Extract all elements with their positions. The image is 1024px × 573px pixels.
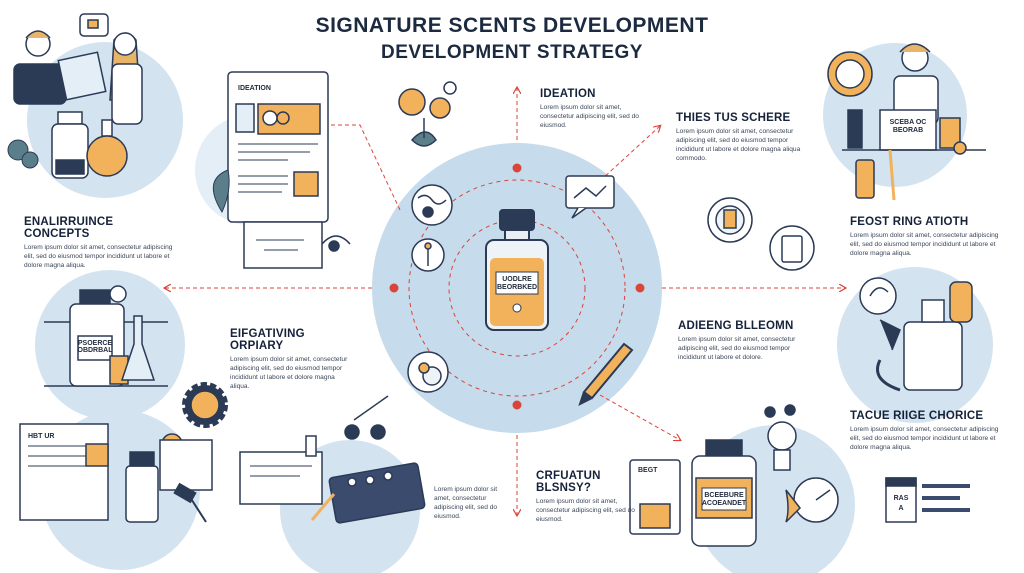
section-heading: EIFGATIVING ORPIARY bbox=[230, 328, 305, 352]
section-body: Lorem ipsum dolor sit amet, consectetur … bbox=[230, 356, 348, 390]
svg-text:RAS: RAS bbox=[894, 495, 909, 502]
node-left bbox=[389, 283, 399, 293]
svg-text:UODLRE: UODLRE bbox=[502, 276, 532, 283]
dropper-icon bbox=[305, 395, 389, 457]
leaf-icon bbox=[212, 169, 230, 214]
svg-text:SCEBA OC: SCEBA OC bbox=[890, 119, 927, 126]
flower-icon bbox=[398, 81, 457, 147]
chemist-icon bbox=[827, 43, 986, 201]
gear-icon bbox=[182, 382, 228, 428]
globe-icon bbox=[411, 184, 453, 226]
orbit-inner bbox=[448, 219, 586, 357]
page-subtitle: DEVELOPMENT STRATEGY bbox=[381, 42, 643, 63]
svg-text:BEORAB: BEORAB bbox=[893, 127, 923, 134]
section-bottom-center: Lorem ipsum dolor sit amet, consectetur … bbox=[434, 482, 512, 521]
section-body: Lorem ipsum dolor sit amet, consectetur … bbox=[850, 232, 999, 257]
section-body: Lorem ipsum dolor sit amet, consectetur … bbox=[536, 498, 635, 523]
section-ideation: IDEATION Lorem ipsum dolor sit amet, con… bbox=[540, 88, 650, 130]
seal-icon bbox=[407, 351, 449, 393]
section-tacue: TACUE RIIGE CHORICE Lorem ipsum dolor si… bbox=[850, 410, 1000, 452]
section-body: Lorem ipsum dolor sit amet, consectetur … bbox=[850, 426, 999, 451]
arrow-down-right bbox=[599, 394, 680, 440]
lab-bench-icon bbox=[44, 285, 168, 387]
gauge-icon bbox=[859, 277, 973, 392]
section-crfuatun: CRFUATUN BLSNSY? Lorem ipsum dolor sit a… bbox=[536, 470, 636, 524]
svg-text:OBDRBAL: OBDRBAL bbox=[78, 347, 114, 354]
section-heading: TACUE RIIGE CHORICE bbox=[850, 410, 984, 422]
chat-icon bbox=[565, 175, 615, 219]
hammer-icon bbox=[173, 482, 207, 523]
badge-icon bbox=[629, 439, 757, 547]
section-thies: THIES TUS SCHERE Lorem ipsum dolor sit a… bbox=[676, 112, 812, 163]
plant-icon bbox=[7, 139, 39, 169]
svg-text:BCEEBURE: BCEEBURE bbox=[704, 492, 744, 499]
section-heading: FEOST RING ATIOTH bbox=[850, 216, 969, 228]
section-eifgativing: EIFGATIVING ORPIARY Lorem ipsum dolor si… bbox=[230, 328, 354, 391]
svg-text:PSOERCE: PSOERCE bbox=[78, 340, 113, 347]
orbit-outer bbox=[408, 179, 626, 397]
section-concepts: ENALIRRUINCE CONCEPTS Lorem ipsum dolor … bbox=[24, 216, 174, 270]
section-body: Lorem ipsum dolor sit amet, consectetur … bbox=[676, 128, 801, 162]
pipette-icon bbox=[411, 238, 445, 272]
node-bottom bbox=[512, 400, 522, 410]
section-heading: ADIEENG BLLEOMN bbox=[678, 320, 794, 332]
headphones-icon bbox=[321, 235, 351, 252]
circuit-board-icon bbox=[239, 451, 426, 524]
section-heading: CRFUATUN BLSNSY? bbox=[536, 470, 601, 494]
paper-icon bbox=[227, 71, 329, 269]
scientist-icon bbox=[13, 13, 143, 125]
section-body: Lorem ipsum dolor sit amet, consectetur … bbox=[24, 244, 173, 269]
svg-text:ACOEANDET: ACOEANDET bbox=[702, 500, 747, 507]
bottle-icon bbox=[707, 197, 815, 271]
svg-text:BEORBKED: BEORBKED bbox=[497, 284, 537, 291]
svg-text:BEGT: BEGT bbox=[638, 467, 658, 474]
perfume-bottle-icon bbox=[485, 209, 549, 331]
node-right bbox=[635, 283, 645, 293]
section-feost: FEOST RING ATIOTH Lorem ipsum dolor sit … bbox=[850, 216, 1000, 258]
section-heading: IDEATION bbox=[540, 88, 596, 100]
jar-label-icon bbox=[885, 477, 970, 523]
svg-text:A: A bbox=[898, 505, 903, 512]
section-heading: ENALIRRUINCE CONCEPTS bbox=[24, 216, 114, 240]
pen-icon bbox=[578, 342, 634, 406]
document-icon bbox=[19, 423, 213, 523]
node-top bbox=[512, 163, 522, 173]
section-body: Lorem ipsum dolor sit amet, consectetur … bbox=[540, 104, 639, 129]
flask-icon bbox=[86, 119, 128, 177]
svg-text:HBT UR: HBT UR bbox=[28, 433, 54, 440]
section-heading: THIES TUS SCHERE bbox=[676, 112, 791, 124]
section-body: Lorem ipsum dolor sit amet, consectetur … bbox=[434, 486, 498, 520]
lightbulb-icon bbox=[764, 404, 797, 471]
section-adieng: ADIEENG BLLEOMN Lorem ipsum dolor sit am… bbox=[678, 320, 814, 362]
page-title: SIGNATURE SCENTS DEVELOPMENT bbox=[315, 14, 709, 37]
arrow-up-left bbox=[322, 125, 401, 211]
jar-icon bbox=[51, 111, 89, 179]
svg-text:IDEATION: IDEATION bbox=[238, 85, 271, 92]
section-body: Lorem ipsum dolor sit amet, consectetur … bbox=[678, 336, 796, 361]
stopwatch-icon bbox=[785, 477, 839, 523]
